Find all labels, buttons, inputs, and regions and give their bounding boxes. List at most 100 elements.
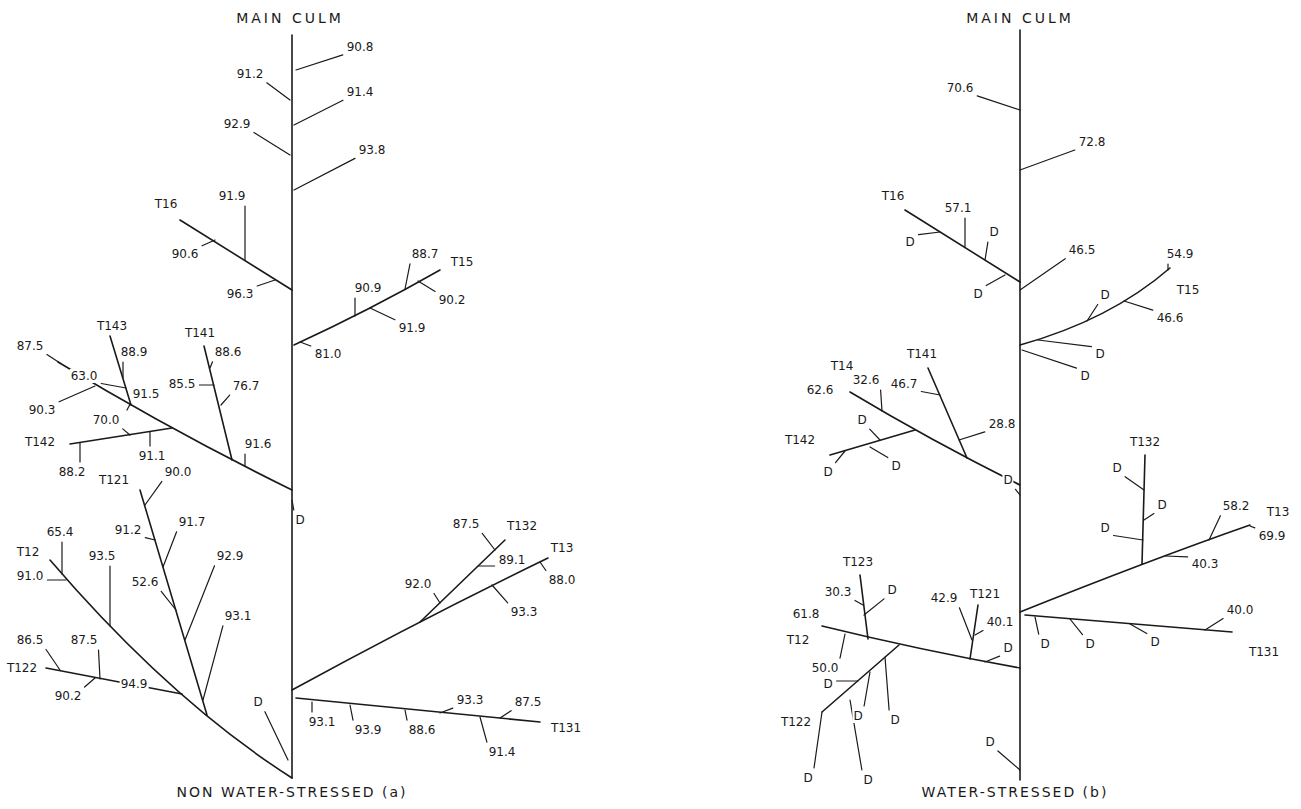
plant-label: 62.6	[806, 383, 835, 397]
plant-label: 87.5	[70, 633, 99, 647]
plant-label: 54.9	[1166, 247, 1195, 261]
plant-label: 91.4	[346, 85, 375, 99]
plant-label: 91.7	[178, 515, 207, 529]
plant-label: 30.3	[824, 585, 853, 599]
leaf-line	[837, 680, 858, 681]
leaf-line	[210, 362, 213, 368]
plant-label: 52.6	[131, 575, 160, 589]
leaf-line	[434, 594, 440, 604]
leaf-line	[480, 717, 487, 742]
plant-label: D	[1094, 347, 1105, 361]
plant-b	[822, 30, 1250, 780]
plant-label: 94.9	[120, 677, 149, 691]
leaf-line	[975, 631, 983, 636]
plant-label: 93.8	[358, 143, 387, 157]
leaf-line	[492, 585, 508, 603]
plant-label: 90.2	[438, 293, 467, 307]
plant-label: 92.9	[216, 549, 245, 563]
leaf-line	[59, 386, 95, 402]
leaf-line	[300, 342, 311, 346]
leaf-line	[1022, 350, 1077, 368]
plant-label: D	[886, 583, 897, 597]
plant-label: T15	[450, 255, 475, 269]
plant-label: 91.9	[218, 189, 247, 203]
plant-label: 61.8	[792, 607, 821, 621]
leaf-line	[85, 678, 95, 687]
leaf-line	[881, 390, 882, 411]
plant-label: T16	[881, 189, 906, 203]
leaf-line	[985, 242, 988, 260]
leaf-line	[370, 308, 395, 320]
leaf-line	[354, 298, 355, 316]
plant-label: D	[889, 713, 900, 727]
leaf-line	[1167, 264, 1168, 270]
plant-label: 70.6	[946, 81, 975, 95]
leaf-line	[254, 133, 290, 155]
plant-label: D	[822, 465, 833, 479]
plant-label: 96.3	[226, 287, 255, 301]
tiller-line	[58, 362, 292, 490]
plant-label: 88.0	[548, 573, 577, 587]
leaf-line	[46, 650, 60, 671]
plant-label: 46.5	[1068, 243, 1097, 257]
leaf-line	[1125, 477, 1144, 490]
plant-label: 87.5	[452, 517, 481, 531]
plant-label: 63.0	[70, 369, 99, 383]
leaf-line	[296, 55, 343, 70]
plant-label: 91.1	[138, 449, 167, 463]
plant-label: D	[252, 695, 263, 709]
leaf-line	[405, 710, 407, 720]
leaf-line	[921, 392, 940, 396]
plant-label: 88.2	[58, 465, 87, 479]
plant-label: D	[802, 771, 813, 785]
plant-label: T141	[906, 347, 938, 361]
leaf-line	[161, 591, 176, 610]
leaf-line	[185, 566, 215, 640]
plant-label: 85.5	[168, 377, 197, 391]
plant-label: 93.3	[456, 693, 485, 707]
plant-label: D	[1084, 637, 1095, 651]
tiller-line	[420, 540, 505, 622]
plant-label: D	[862, 773, 873, 787]
plant-label: 88.6	[214, 345, 243, 359]
plant-label: 72.8	[1078, 135, 1107, 149]
plant-label: D	[1002, 641, 1013, 655]
leaf-line	[1114, 536, 1143, 541]
leaf-line	[964, 218, 965, 247]
plant-label: 42.9	[930, 591, 959, 605]
plant-label: T131	[550, 721, 582, 735]
tiller-line	[830, 430, 915, 455]
leaf-line	[199, 384, 214, 385]
plant-label: T132	[1129, 435, 1161, 449]
leaf-line	[47, 579, 66, 580]
leaf-line	[478, 565, 495, 566]
tiller-line	[1142, 455, 1145, 564]
leaf-line	[885, 657, 889, 710]
leaf-line	[959, 432, 985, 440]
leaf-line	[1035, 617, 1039, 634]
leaf-line	[257, 280, 275, 286]
plant-label: 90.6	[171, 247, 200, 261]
leaf-line	[864, 599, 884, 615]
plant-label: T132	[506, 519, 538, 533]
plant-label: D	[1111, 461, 1122, 475]
plant-label: D	[1002, 473, 1013, 487]
leaf-line	[814, 712, 822, 768]
plant-label: T131	[1248, 645, 1280, 659]
plant-label: 40.0	[1226, 603, 1255, 617]
plant-label: 91.5	[132, 387, 161, 401]
leaf-line	[986, 275, 1005, 286]
culm-title: MAIN CULM	[235, 11, 345, 25]
leaf-line	[540, 562, 546, 571]
plant-label: D	[1149, 635, 1160, 649]
tiller-line	[822, 626, 1020, 668]
plant-label: T121	[969, 587, 1001, 601]
plant-label: 87.5	[514, 695, 543, 709]
leaf-line	[123, 429, 130, 435]
leaf-line	[440, 708, 453, 713]
plant-label: D	[1039, 637, 1050, 651]
leaf-line	[145, 481, 162, 505]
plant-label: 88.9	[120, 345, 149, 359]
plant-label: 91.2	[114, 523, 143, 537]
